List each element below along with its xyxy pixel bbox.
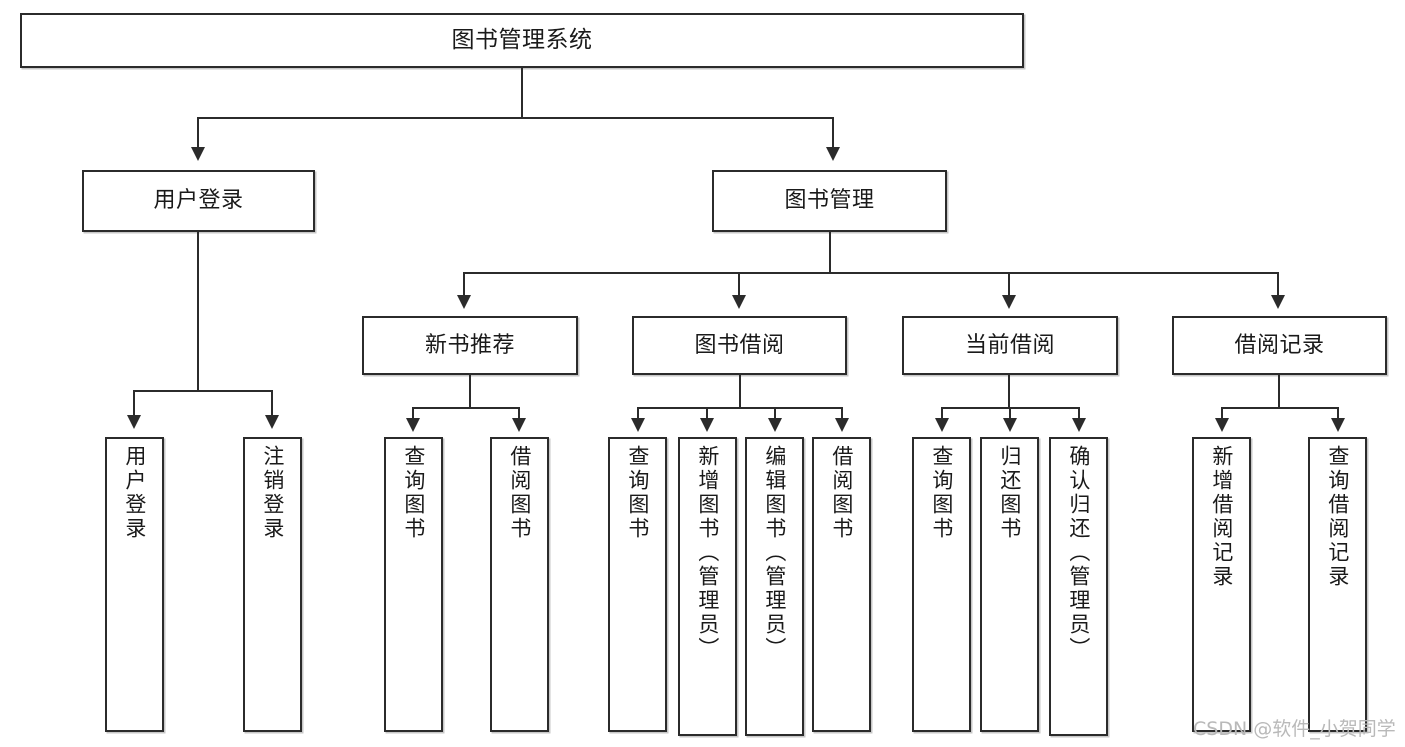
arrow-book-borrow-leaf-3 (768, 418, 782, 432)
node-label: 查询图书 (625, 445, 650, 541)
arrow-book-borrow-leaf-1 (631, 418, 645, 432)
edge-book-borrow-bus (637, 407, 843, 409)
edge-root-bus (197, 117, 834, 119)
arrow-borrow-record-leaf-2 (1331, 418, 1345, 432)
leaf-current-borrow-return[interactable]: 归还图书 (980, 437, 1039, 732)
edge-new-book-drop-1 (412, 407, 414, 421)
arrow-to-book-borrow (732, 295, 746, 309)
edge-current-borrow-drop-2 (1009, 407, 1011, 421)
edge-book-mgmt-bus (463, 272, 1278, 274)
leaf-current-borrow-query[interactable]: 查询图书 (912, 437, 971, 732)
node-current-borrow[interactable]: 当前借阅 (902, 316, 1118, 375)
node-label: 归还图书 (997, 445, 1022, 541)
arrow-new-book-leaf-2 (512, 418, 526, 432)
node-user-login[interactable]: 用户登录 (82, 170, 315, 232)
arrow-current-borrow-leaf-3 (1072, 418, 1086, 432)
edge-root-stem (521, 68, 523, 118)
edge-root-to-user-login (197, 117, 199, 149)
edge-book-mgmt-stem (829, 232, 831, 274)
edge-user-login-bus (133, 390, 272, 392)
edge-root-to-book-mgmt (832, 117, 834, 149)
edge-new-book-drop-2 (518, 407, 520, 421)
arrow-new-book-leaf-1 (406, 418, 420, 432)
node-label: 图书管理系统 (451, 27, 593, 54)
arrow-user-login-leaf-2 (265, 415, 279, 429)
edge-user-login-drop-1 (133, 390, 135, 417)
node-label: 当前借阅 (964, 332, 1055, 358)
node-label: 注销登录 (260, 445, 285, 541)
edge-new-book-bus (412, 407, 519, 409)
leaf-current-borrow-confirm[interactable]: 确认归还（管理员） (1049, 437, 1108, 736)
arrow-current-borrow-leaf-2 (1003, 418, 1017, 432)
node-label: 图书借阅 (694, 332, 785, 358)
edge-book-borrow-stem (739, 375, 741, 409)
node-label: 新书推荐 (424, 332, 515, 358)
node-label: 新增图书（管理员） (695, 445, 720, 661)
leaf-book-borrow-query[interactable]: 查询图书 (608, 437, 667, 732)
node-label: 查询借阅记录 (1325, 445, 1350, 589)
edge-book-borrow-drop-2 (706, 407, 708, 421)
leaf-new-book-borrow[interactable]: 借阅图书 (490, 437, 549, 732)
leaf-new-book-query[interactable]: 查询图书 (384, 437, 443, 732)
node-label: 用户登录 (122, 445, 147, 541)
leaf-user-login-login[interactable]: 用户登录 (105, 437, 164, 732)
leaf-borrow-record-query[interactable]: 查询借阅记录 (1308, 437, 1367, 732)
leaf-book-borrow-add[interactable]: 新增图书（管理员） (678, 437, 737, 736)
arrow-borrow-record-leaf-1 (1215, 418, 1229, 432)
node-label: 确认归还（管理员） (1066, 445, 1091, 661)
node-label: 借阅图书 (507, 445, 532, 541)
edge-current-borrow-drop-1 (941, 407, 943, 421)
node-borrow-record[interactable]: 借阅记录 (1172, 316, 1387, 375)
edge-book-mgmt-drop-4 (1277, 272, 1279, 297)
node-label: 图书管理 (784, 188, 875, 214)
leaf-book-borrow-borrow[interactable]: 借阅图书 (812, 437, 871, 732)
node-book-management[interactable]: 图书管理 (712, 170, 947, 232)
edge-borrow-record-drop-1 (1221, 407, 1223, 421)
node-label: 编辑图书（管理员） (762, 445, 787, 661)
edge-borrow-record-bus (1221, 407, 1338, 409)
leaf-user-login-logout[interactable]: 注销登录 (243, 437, 302, 732)
edge-borrow-record-drop-2 (1337, 407, 1339, 421)
arrow-current-borrow-leaf-1 (935, 418, 949, 432)
arrow-to-book-mgmt (826, 147, 840, 161)
node-label: 借阅图书 (829, 445, 854, 541)
node-label: 借阅记录 (1234, 332, 1325, 358)
edge-book-mgmt-drop-3 (1008, 272, 1010, 297)
node-label: 查询图书 (401, 445, 426, 541)
arrow-book-borrow-leaf-2 (700, 418, 714, 432)
leaf-borrow-record-add[interactable]: 新增借阅记录 (1192, 437, 1251, 732)
node-new-book-recommend[interactable]: 新书推荐 (362, 316, 578, 375)
node-book-borrow[interactable]: 图书借阅 (632, 316, 847, 375)
edge-user-login-stem (197, 232, 199, 392)
node-label: 用户登录 (153, 188, 244, 214)
arrow-to-current-borrow (1002, 295, 1016, 309)
edge-new-book-stem (469, 375, 471, 409)
edge-user-login-drop-2 (271, 390, 273, 417)
edge-book-borrow-drop-4 (841, 407, 843, 421)
edge-book-mgmt-drop-1 (463, 272, 465, 297)
arrow-to-borrow-record (1271, 295, 1285, 309)
edge-current-borrow-stem (1008, 375, 1010, 409)
leaf-book-borrow-edit[interactable]: 编辑图书（管理员） (745, 437, 804, 736)
node-root-system[interactable]: 图书管理系统 (20, 13, 1024, 68)
node-label: 新增借阅记录 (1209, 445, 1234, 589)
edge-borrow-record-stem (1278, 375, 1280, 409)
edge-book-borrow-drop-1 (637, 407, 639, 421)
edge-current-borrow-drop-3 (1078, 407, 1080, 421)
arrow-book-borrow-leaf-4 (835, 418, 849, 432)
arrow-to-new-book-recommend (457, 295, 471, 309)
arrow-to-user-login (191, 147, 205, 161)
node-label: 查询图书 (929, 445, 954, 541)
edge-book-mgmt-drop-2 (738, 272, 740, 297)
edge-book-borrow-drop-3 (774, 407, 776, 421)
arrow-user-login-leaf-1 (127, 415, 141, 429)
